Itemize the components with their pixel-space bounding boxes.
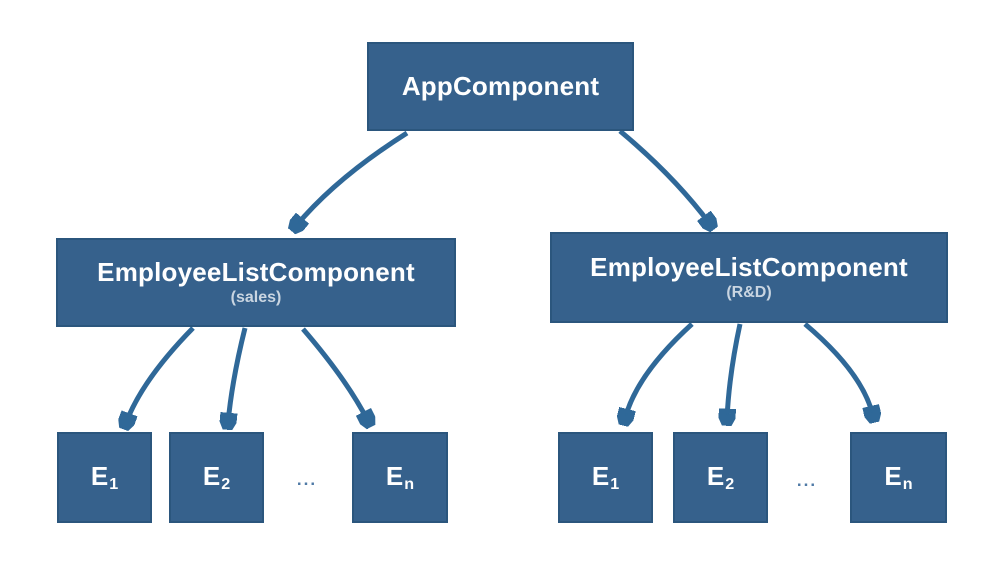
node-app-component: AppComponent (367, 42, 634, 131)
node-employee-list-rd-subtitle: (R&D) (726, 283, 772, 301)
edge-sales-to-e2 (228, 327, 248, 423)
node-employee-list-sales-label: EmployeeListComponent (97, 256, 415, 287)
employee-node-sales-e2-label: E2 (202, 461, 231, 493)
node-employee-list-rd-label: EmployeeListComponent (590, 251, 908, 282)
employee-node-rd-e1-label: E1 (591, 461, 620, 493)
employee-node-sales-en-label: En (385, 461, 415, 493)
employee-node-sales-en: En (352, 432, 448, 523)
employee-node-sales-e1: E1 (57, 432, 152, 523)
edge-sales-to-e1 (126, 326, 195, 423)
edge-app-to-rd (618, 129, 710, 224)
edge-app-to-sales (296, 130, 409, 226)
edge-sales-to-en (301, 327, 368, 421)
ellipsis-rd: ... (796, 471, 818, 490)
employee-node-rd-en-label: En (884, 461, 913, 493)
ellipsis-sales: ... (296, 470, 318, 489)
edge-rd-to-e1 (625, 322, 694, 419)
edge-rd-to-en (803, 322, 873, 416)
employee-node-rd-e1: E1 (558, 432, 653, 523)
employee-node-sales-e1-label: E1 (90, 461, 119, 493)
edge-rd-to-e2 (727, 323, 743, 419)
node-employee-list-sales-subtitle: (sales) (230, 288, 282, 306)
employee-node-rd-e2-label: E2 (706, 461, 735, 493)
node-app-component-label: AppComponent (401, 70, 600, 101)
employee-node-rd-en: En (850, 432, 947, 523)
employee-node-sales-e2: E2 (169, 432, 264, 523)
node-employee-list-sales: EmployeeListComponent (sales) (56, 238, 456, 327)
node-employee-list-rd: EmployeeListComponent (R&D) (550, 232, 948, 323)
employee-node-rd-e2: E2 (673, 432, 768, 523)
